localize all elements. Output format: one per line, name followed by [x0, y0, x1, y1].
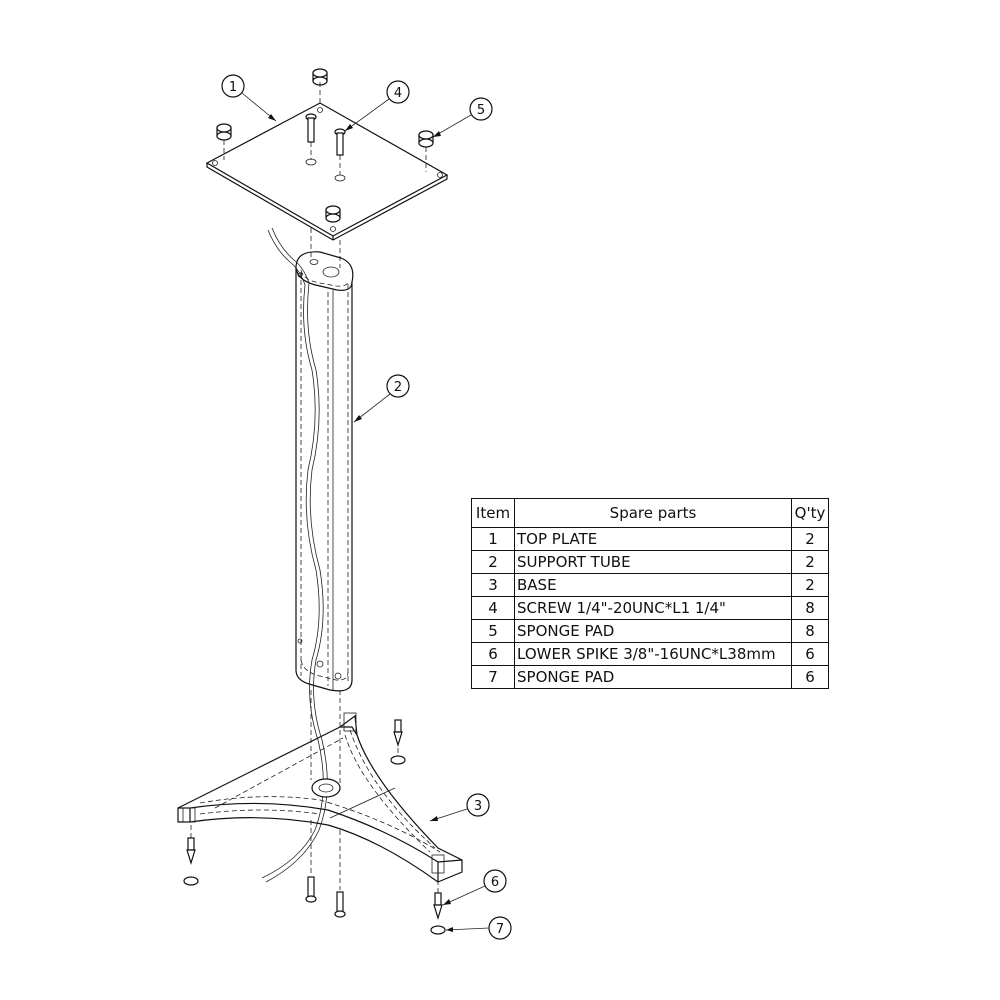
table-row: 6 LOWER SPIKE 3/8"-16UNC*L38mm 6	[471, 642, 829, 666]
header-qty: Q'ty	[791, 498, 829, 528]
callout-5-label: 5	[477, 103, 485, 118]
callout-6: 6	[442, 869, 507, 906]
callout-7-label: 7	[496, 922, 504, 937]
callout-6-label: 6	[491, 875, 499, 890]
row-item: 6	[471, 642, 515, 666]
table-row: 2 SUPPORT TUBE 2	[471, 550, 829, 574]
row-name: LOWER SPIKE 3/8"-16UNC*L38mm	[514, 642, 792, 666]
row-item: 5	[471, 619, 515, 643]
callout-2-label: 2	[394, 380, 402, 395]
row-name: SUPPORT TUBE	[514, 550, 792, 574]
callout-1-label: 1	[229, 80, 237, 95]
callout-4: 4	[344, 80, 410, 132]
callout-4-label: 4	[394, 86, 402, 101]
row-qty: 2	[791, 573, 829, 597]
table-row: 3 BASE 2	[471, 573, 829, 597]
table-header-row: Item Spare parts Q'ty	[471, 498, 829, 528]
header-item: Item	[471, 498, 515, 528]
row-name: SCREW 1/4"-20UNC*L1 1/4"	[514, 596, 792, 620]
row-item: 4	[471, 596, 515, 620]
row-qty: 2	[791, 527, 829, 551]
sponge-pad-bottom	[183, 755, 446, 935]
base	[177, 712, 463, 883]
table-row: 1 TOP PLATE 2	[471, 527, 829, 551]
row-item: 1	[471, 527, 515, 551]
support-tube	[295, 251, 354, 692]
callout-3-label: 3	[474, 799, 482, 814]
row-item: 3	[471, 573, 515, 597]
sponge-pad-top	[216, 68, 434, 223]
callout-5: 5	[432, 97, 493, 138]
row-qty: 8	[791, 619, 829, 643]
row-qty: 6	[791, 642, 829, 666]
row-name: SPONGE PAD	[514, 619, 792, 643]
row-qty: 8	[791, 596, 829, 620]
header-spare-parts: Spare parts	[514, 498, 792, 528]
row-name: SPONGE PAD	[514, 665, 792, 689]
screw-bottom	[305, 876, 346, 918]
row-qty: 2	[791, 550, 829, 574]
table-row: 5 SPONGE PAD 8	[471, 619, 829, 643]
row-item: 7	[471, 665, 515, 689]
lower-spike	[186, 719, 443, 921]
table-row: 7 SPONGE PAD 6	[471, 665, 829, 689]
table-row: 4 SCREW 1/4"-20UNC*L1 1/4" 8	[471, 596, 829, 620]
callout-1: 1	[221, 74, 277, 122]
row-name: TOP PLATE	[514, 527, 792, 551]
callout-2: 2	[353, 374, 410, 423]
row-qty: 6	[791, 665, 829, 689]
spare-parts-table: Item Spare parts Q'ty 1 TOP PLATE 2 2 SU…	[471, 498, 829, 689]
screw-top	[305, 113, 346, 156]
callout-3: 3	[429, 793, 490, 822]
callout-7: 7	[445, 916, 512, 940]
top-plate	[205, 102, 449, 241]
row-item: 2	[471, 550, 515, 574]
row-name: BASE	[514, 573, 792, 597]
